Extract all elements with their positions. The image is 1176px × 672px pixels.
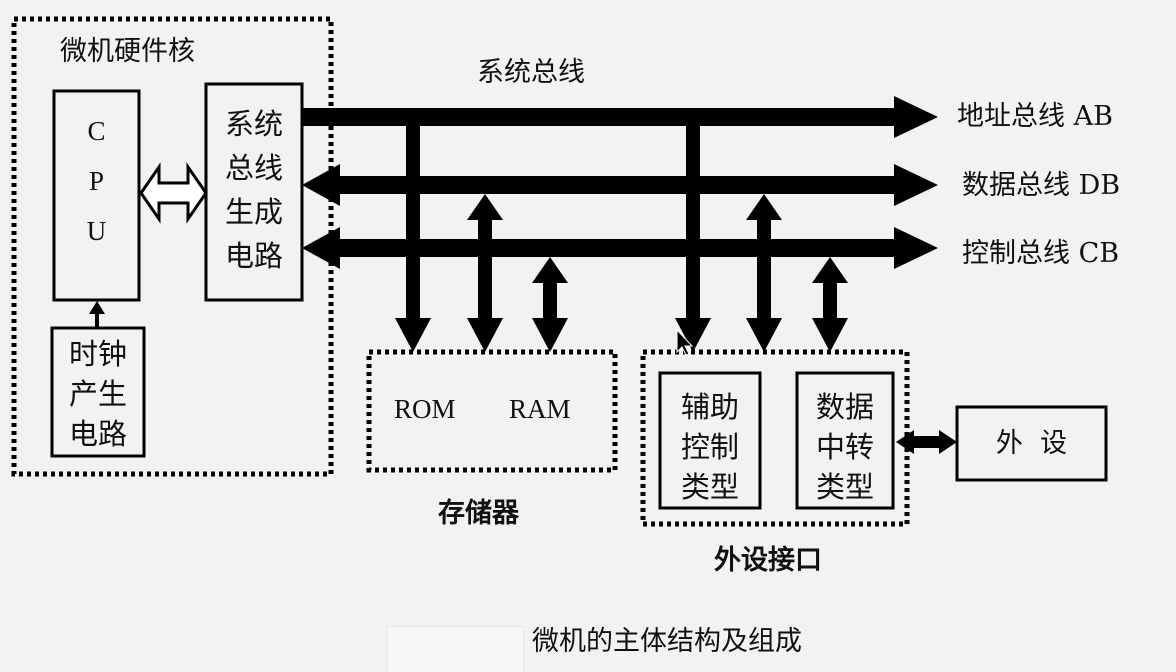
data-bus-left-arrowhead: [302, 164, 340, 206]
clock-to-cpu-arrowhead: [89, 301, 105, 314]
peripheral-label: 外 设: [995, 428, 1068, 459]
cpu-bus-double-arrow: [139, 162, 208, 224]
ram-control-down-arrowhead: [532, 318, 568, 352]
ram-control-up-arrowhead: [532, 257, 568, 283]
aux-control-line: 控制: [680, 430, 739, 464]
iface-address-arrowhead: [675, 318, 711, 352]
iface-data-down-arrowhead: [746, 318, 782, 352]
rom-label: ROM: [394, 394, 456, 424]
figure-caption: 微机的主体结构及组成: [532, 626, 802, 657]
clock-label: 时钟 产生 电路: [52, 334, 144, 454]
rom-data-down-arrowhead: [467, 318, 503, 352]
peripheral-box: [955, 405, 1108, 482]
iface-data-line: [757, 218, 771, 322]
data-transfer-line: 类型: [815, 470, 874, 504]
mouse-cursor-icon: [676, 328, 694, 356]
bus-gen-line: 电路: [224, 239, 283, 273]
cpu-label: C P U: [54, 106, 139, 256]
system-bus-title: 系统总线: [477, 57, 585, 88]
clock-line: 时钟: [68, 337, 127, 371]
control-bus-left-arrowhead: [302, 227, 340, 269]
interface-group-box: [640, 349, 910, 527]
iface-data-up-arrowhead: [746, 194, 782, 220]
data-transfer-line: 数据: [815, 390, 874, 424]
control-bus-right-arrowhead: [894, 227, 938, 269]
rom-data-line: [478, 218, 492, 322]
bus-gen-line: 总线: [224, 151, 283, 185]
bus-gen-line: 系统: [224, 107, 283, 141]
data-bus-bar: [338, 176, 896, 194]
ram-control-line: [543, 281, 557, 322]
aux-control-line: 类型: [680, 470, 739, 504]
control-bus-label: 控制总线 CB: [962, 238, 1120, 269]
interface-label: 外设接口: [714, 545, 822, 576]
address-bus-arrowhead: [894, 96, 938, 138]
clock-line: 产生: [68, 377, 127, 411]
aux-control-label: 辅助 控制 类型: [660, 387, 760, 507]
cpu-letter: P: [88, 166, 105, 196]
bus-gen-line: 生成: [224, 195, 283, 229]
core-title: 微机硬件核: [60, 36, 195, 67]
caption-blank-area: [387, 626, 524, 672]
memory-label: 存储器: [438, 498, 519, 529]
rom-address-line: [406, 126, 420, 320]
address-bus-bar: [302, 108, 896, 126]
control-bus-bar: [338, 239, 896, 257]
rom-data-up-arrowhead: [467, 194, 503, 220]
peripheral-link-right-arrowhead: [939, 430, 957, 454]
peripheral-link-left-arrowhead: [896, 430, 914, 454]
aux-control-line: 辅助: [680, 390, 739, 424]
peripheral-link-bar: [910, 436, 942, 448]
data-bus-label: 数据总线 DB: [962, 170, 1121, 201]
data-transfer-box: [795, 371, 895, 510]
iface-control-down-arrowhead: [812, 318, 848, 352]
clock-line: 电路: [68, 417, 127, 451]
bus-gen-label: 系统 总线 生成 电路: [206, 102, 302, 278]
iface-address-line: [686, 126, 700, 320]
rom-address-arrowhead: [395, 318, 431, 352]
cpu-letter: C: [87, 116, 106, 146]
cpu-box: [52, 89, 141, 302]
address-bus-label: 地址总线 AB: [957, 101, 1113, 132]
iface-control-line: [823, 281, 837, 322]
ram-label: RAM: [509, 394, 571, 424]
data-transfer-line: 中转: [815, 430, 874, 464]
memory-group-box: [366, 349, 618, 473]
cpu-letter: U: [86, 216, 107, 246]
iface-control-up-arrowhead: [812, 257, 848, 283]
data-transfer-label: 数据 中转 类型: [797, 387, 893, 507]
data-bus-right-arrowhead: [894, 164, 938, 206]
aux-control-box: [658, 371, 762, 510]
